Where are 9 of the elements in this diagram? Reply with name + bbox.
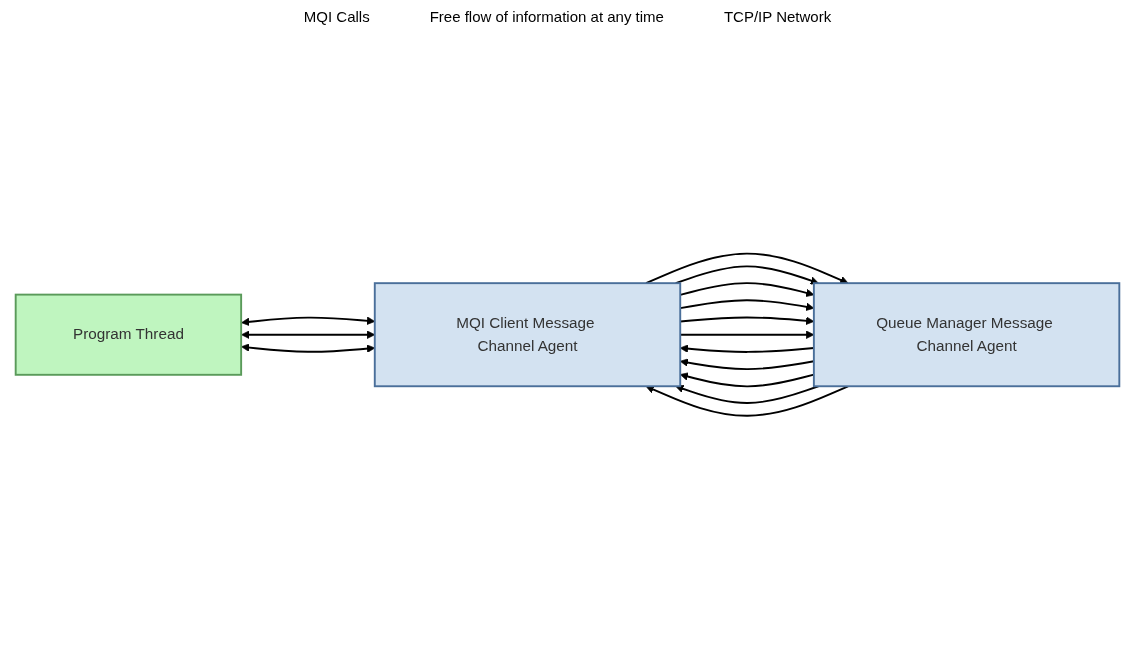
node-box: Queue Manager Message Channel Agent [812,282,1121,388]
note-text: TCP/IP Network [723,8,832,25]
arrow [645,385,849,417]
note-text: Free flow of information at any time [429,8,664,25]
arrow [675,385,820,405]
node-box: MQI Client Message Channel Agent [373,282,682,388]
node-box: Program Thread [14,293,243,377]
arrow [645,252,849,285]
note-text: MQI Calls [303,8,370,25]
